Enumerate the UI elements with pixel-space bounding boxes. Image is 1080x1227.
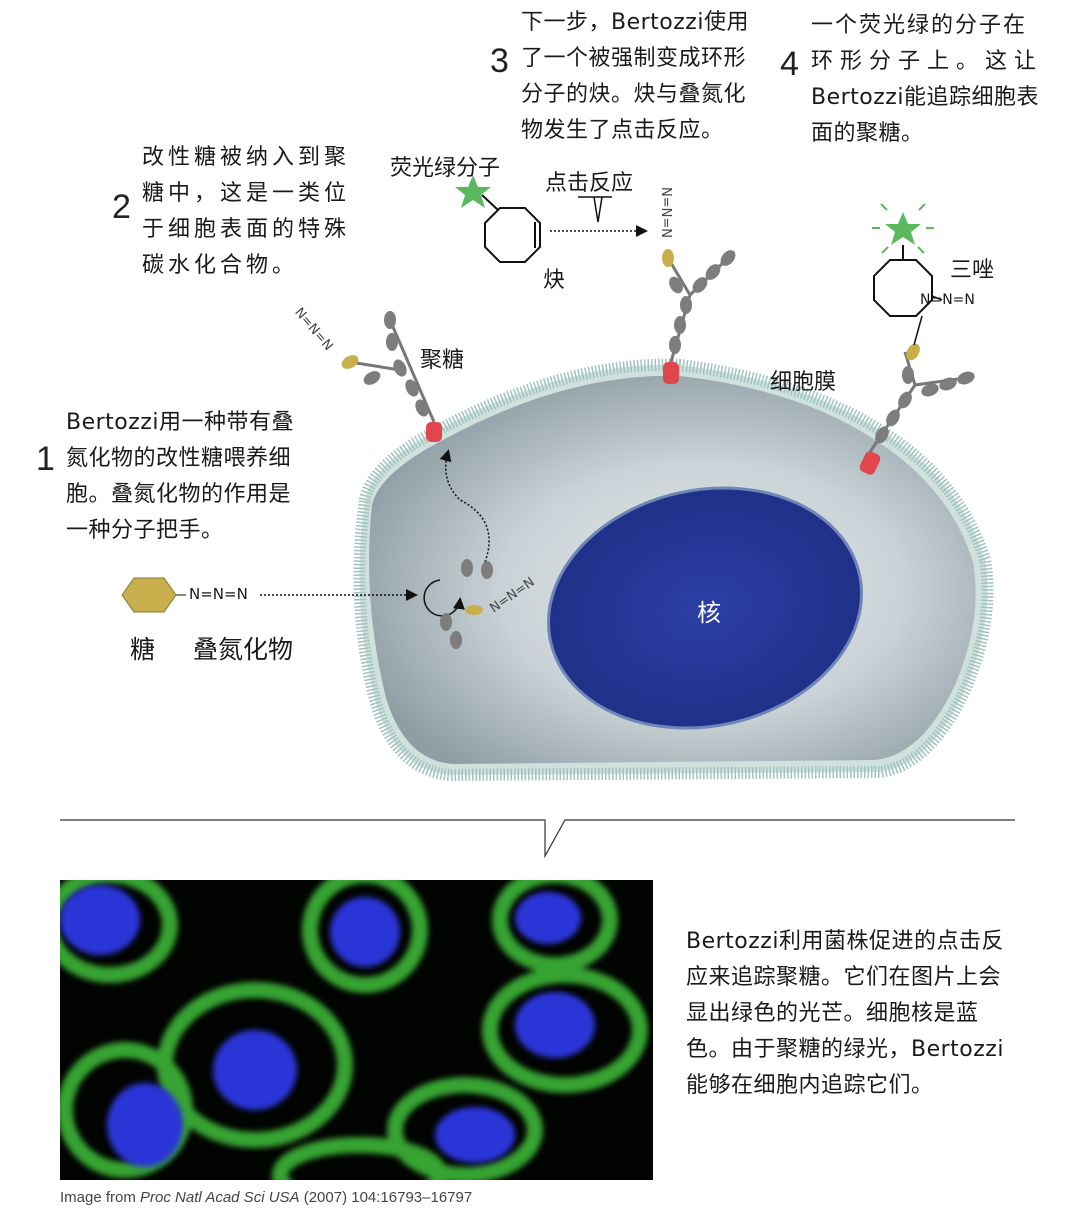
glycan-1: [341, 311, 442, 442]
text-line: 物发生了点击反应。: [521, 118, 724, 143]
nitrogen-text: N=N=N: [920, 292, 975, 308]
step-3-text: 下一步，Bertozzi使用 了一个被强制变成环形 分子的炔。炔与叠氮化 物发生…: [521, 5, 749, 149]
text-line: 显出绿色的光芒。细胞核是蓝: [686, 1001, 979, 1026]
caption-journal: Proc Natl Acad Sci USA: [140, 1189, 300, 1206]
nucleus: [547, 486, 863, 730]
nucleus-label: 核: [697, 599, 721, 627]
glycan-label: 聚糖: [420, 348, 465, 373]
text-line: 色。由于聚糖的绿光，Bertozzi: [686, 1037, 1004, 1062]
text-line: 改性糖被纳入到聚: [142, 145, 351, 170]
step-4-number: 4: [780, 45, 799, 83]
text-line: 下一步，Bertozzi使用: [521, 10, 749, 35]
text-line: 面的聚糖。: [811, 121, 924, 146]
triazole-product: [872, 203, 943, 346]
triazole-nitrogen: N=N=N: [920, 292, 975, 308]
glycan-3: [859, 343, 975, 475]
text-line: 环形分子上。这让: [811, 49, 1044, 74]
click-reaction-label: 点击反应: [545, 171, 634, 196]
photo-description: Bertozzi利用菌株促进的点击反 应来追踪聚糖。它们在图片上会 显出绿色的光…: [686, 924, 1004, 1104]
text-line: 应来追踪聚糖。它们在图片上会: [686, 965, 1002, 990]
sugar-hexagon: [121, 577, 177, 613]
green-star-icon: [455, 175, 491, 208]
azide-formula-surface: N=N=N: [657, 187, 673, 238]
text-line: 了一个被强制变成环形: [521, 46, 747, 71]
text-line: 胞。叠氮化物的作用是: [66, 482, 292, 507]
membrane-label: 细胞膜: [770, 370, 837, 395]
text-line: 氮化物的改性糖喂养细: [66, 446, 292, 471]
text-line: 一种分子把手。: [66, 518, 224, 543]
green-star-icon: [885, 212, 921, 245]
fluorescence-micrograph: [60, 880, 653, 1180]
text-line: Bertozzi用一种带有叠: [66, 410, 294, 435]
step-1-number: 1: [36, 440, 55, 478]
azide-label: 叠氮化物: [193, 635, 294, 664]
caption-ref: (2007) 104:16793–16797: [299, 1189, 473, 1206]
divider-line: [60, 819, 1015, 859]
uptake-cycle: [121, 449, 493, 649]
step-2-number: 2: [112, 188, 131, 226]
text-line: 于细胞表面的特殊: [142, 217, 351, 242]
step-2-text: 改性糖被纳入到聚 糖中，这是一类位 于细胞表面的特殊 碳水化合物。: [142, 140, 350, 284]
azide-formula: N=N=N: [189, 585, 248, 603]
text-line: Bertozzi利用菌株促进的点击反: [686, 929, 1004, 954]
step-1-text: Bertozzi用一种带有叠 氮化物的改性糖喂养细 胞。叠氮化物的作用是 一种分…: [66, 405, 294, 549]
text-line: 一个荧光绿的分子在: [811, 13, 1028, 38]
fluorescent-molecule-label: 荧光绿分子: [390, 156, 501, 181]
text-line: 分子的炔。炔与叠氮化: [521, 82, 747, 107]
triazole-label: 三唑: [950, 258, 995, 283]
alkyne-label: 炔: [543, 268, 566, 293]
text-line: 能够在细胞内追踪它们。: [686, 1073, 934, 1098]
step-4-text: 一个荧光绿的分子在 环形分子上。这让 Bertozzi能追踪细胞表 面的聚糖。: [811, 8, 1043, 152]
text-line: 碳水化合物。: [142, 253, 299, 278]
cell: [353, 358, 994, 782]
caption-prefix: Image from: [60, 1189, 141, 1206]
image-credit: Image from Proc Natl Acad Sci USA (2007)…: [60, 1189, 472, 1206]
text-line: Bertozzi能追踪细胞表: [811, 85, 1039, 110]
step-3-number: 3: [490, 42, 509, 80]
sugar-label: 糖: [130, 635, 156, 664]
text-line: 糖中，这是一类位: [142, 181, 351, 206]
glycan-2: [662, 249, 736, 384]
alkyne-reagent: [455, 175, 648, 263]
